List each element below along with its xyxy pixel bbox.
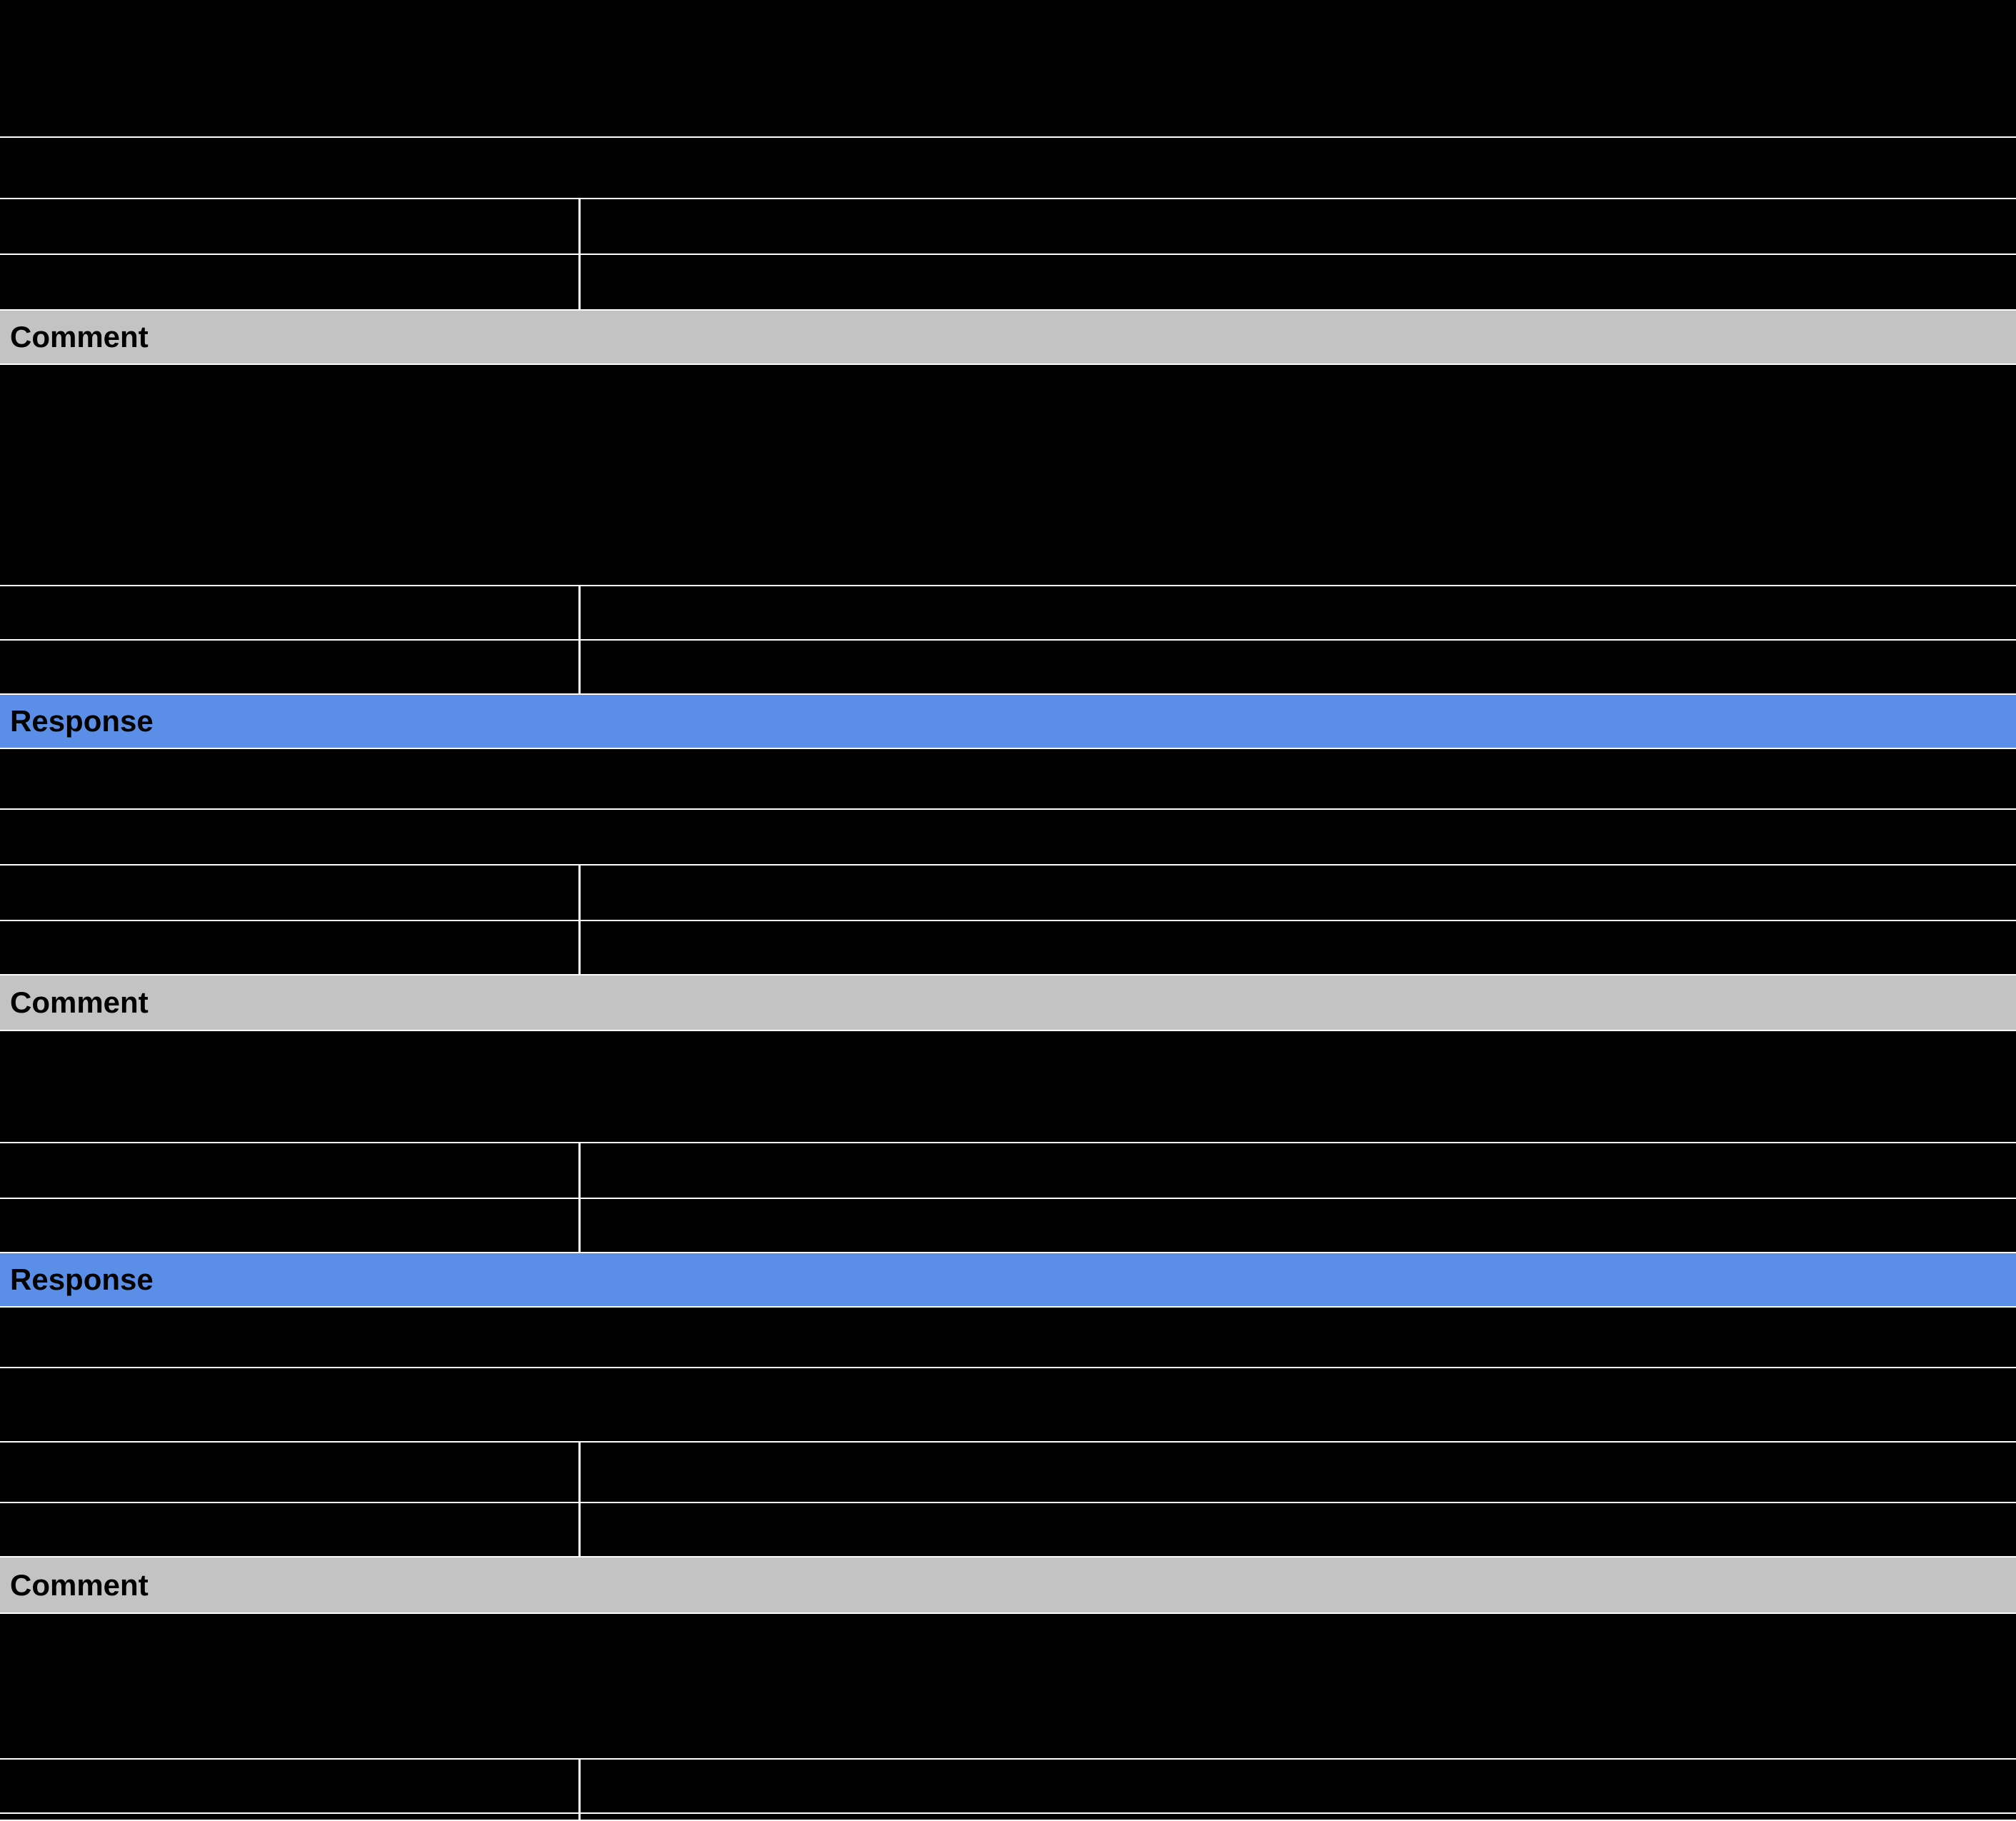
redacted-cell-right [581, 199, 2016, 254]
redacted-cell-left [0, 1814, 581, 1820]
redacted-two-col-row [0, 866, 2016, 921]
redacted-cell-left [0, 641, 581, 693]
redacted-cell-left [0, 866, 581, 920]
comment-header-label: Comment [10, 1567, 149, 1602]
redacted-cell-left [0, 1199, 581, 1252]
redacted-cell-left [0, 1503, 581, 1556]
redacted-cell-right [581, 921, 2016, 974]
comment-header-row: Comment [0, 975, 2016, 1031]
redacted-row [0, 138, 2016, 199]
redacted-cell-right [581, 1814, 2016, 1820]
redacted-block [0, 1031, 2016, 1143]
redacted-cell-left [0, 921, 581, 974]
comment-header-label: Comment [10, 320, 149, 353]
redacted-cell-left [0, 1443, 581, 1502]
redacted-two-col-row [0, 255, 2016, 311]
redacted-cell-left [0, 1143, 581, 1198]
redacted-cell-left [0, 255, 581, 309]
response-header-row: Response [0, 1253, 2016, 1308]
redacted-cell-right [581, 641, 2016, 693]
redacted-row [0, 749, 2016, 810]
redacted-cell-left [0, 199, 581, 254]
redacted-block [0, 1614, 2016, 1760]
response-header-row: Response [0, 695, 2016, 749]
redacted-row [0, 810, 2016, 866]
comment-header-label: Comment [10, 985, 149, 1019]
redacted-cell-right [581, 1503, 2016, 1556]
redacted-two-col-row [0, 1814, 2016, 1821]
comment-header-row: Comment [0, 1557, 2016, 1614]
redacted-two-col-row [0, 1503, 2016, 1557]
redacted-two-col-row [0, 1760, 2016, 1814]
redacted-cell-right [581, 586, 2016, 639]
response-header-label: Response [10, 704, 154, 738]
redacted-row [0, 1368, 2016, 1443]
redacted-cell-left [0, 586, 581, 639]
redacted-cell-left [0, 1760, 581, 1812]
redacted-two-col-row [0, 199, 2016, 255]
redacted-cell-right [581, 1143, 2016, 1198]
redacted-block [0, 0, 2016, 138]
redacted-two-col-row [0, 586, 2016, 641]
redacted-cell-right [581, 1760, 2016, 1812]
comment-header-row: Comment [0, 311, 2016, 365]
redacted-two-col-row [0, 1143, 2016, 1199]
redacted-cell-right [581, 1443, 2016, 1502]
redacted-two-col-row [0, 1199, 2016, 1253]
redacted-two-col-row [0, 921, 2016, 975]
redacted-cell-right [581, 255, 2016, 309]
redacted-cell-right [581, 1199, 2016, 1252]
redacted-two-col-row [0, 1443, 2016, 1503]
redacted-row [0, 1308, 2016, 1368]
redacted-block [0, 365, 2016, 586]
response-header-label: Response [10, 1263, 154, 1296]
redacted-two-col-row [0, 641, 2016, 695]
redacted-cell-right [581, 866, 2016, 920]
